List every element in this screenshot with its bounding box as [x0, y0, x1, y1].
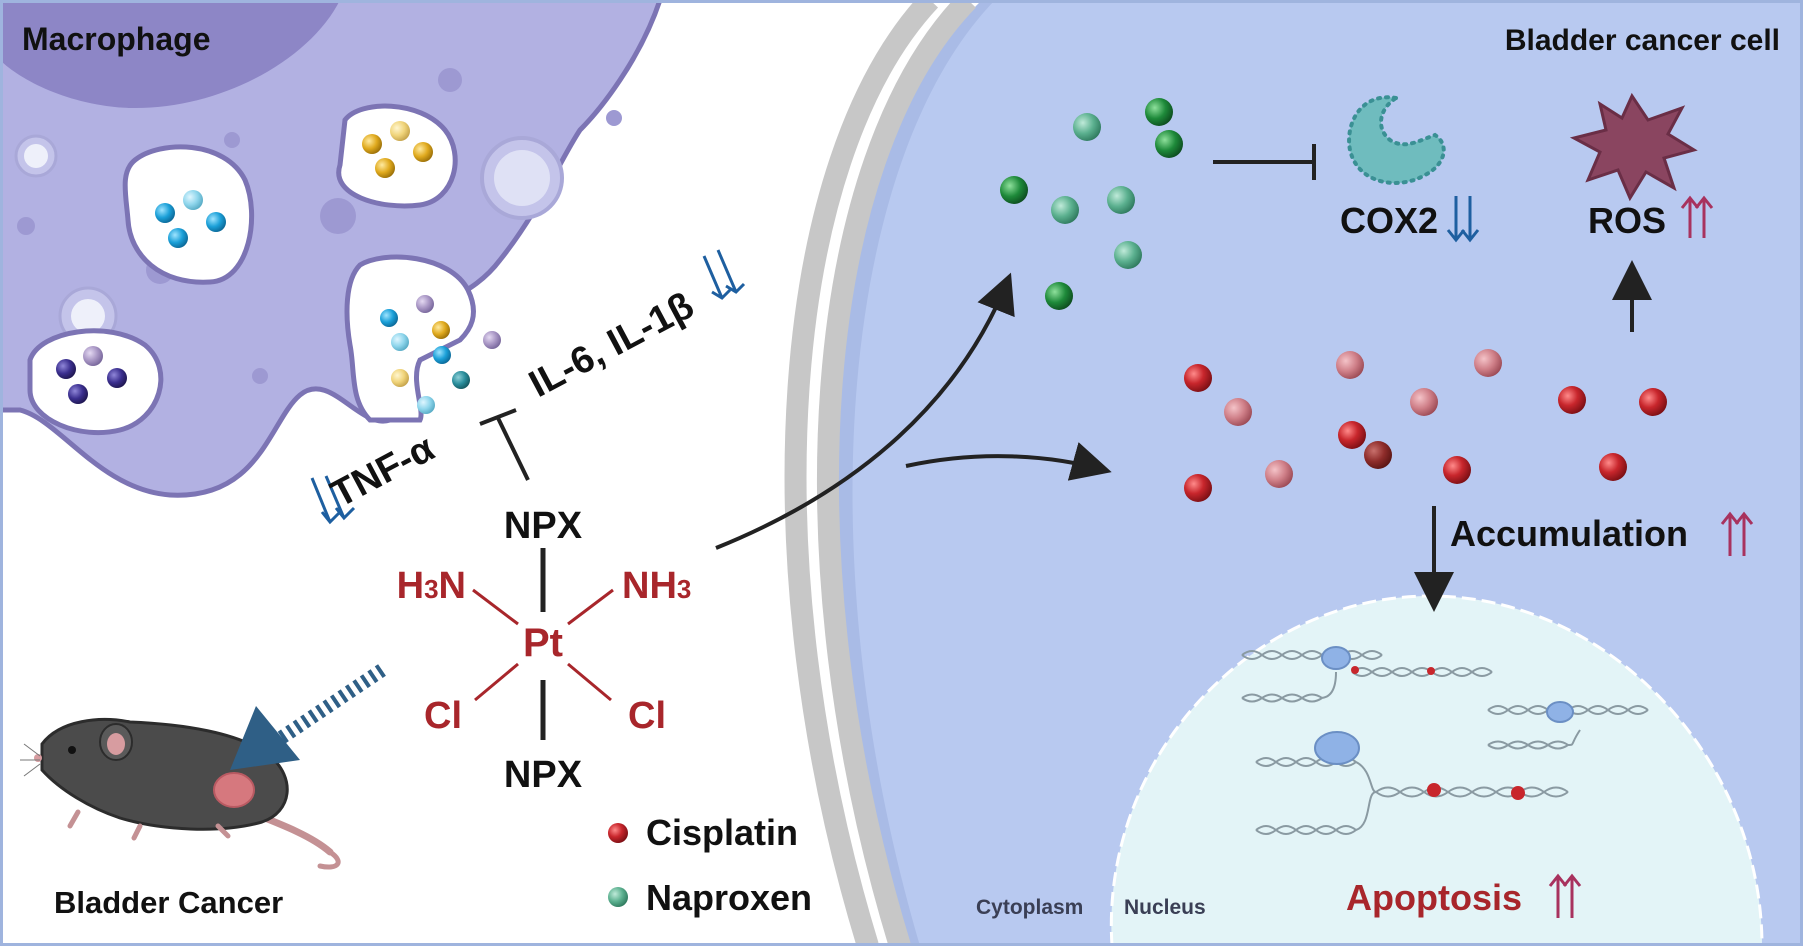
- bladder-cancer-label: Bladder Cancer: [54, 885, 283, 920]
- macrophage-label: Macrophage: [22, 21, 210, 57]
- phagosome-purple: [27, 328, 164, 436]
- dna-strands: [1241, 650, 1649, 835]
- legend-label-cisplatin: Cisplatin: [646, 812, 798, 853]
- cl-right-label: Cl: [628, 695, 666, 737]
- mouse-icon: [20, 718, 341, 870]
- up-arrows-apoptosis: [1548, 873, 1582, 918]
- cell-membrane-line-inner: [817, 0, 976, 946]
- ros-star-icon: [1569, 92, 1698, 202]
- cox2-inhibition: [1213, 144, 1316, 180]
- npx-top-label: NPX: [504, 505, 583, 547]
- cell-membrane-line-outer: [784, 0, 939, 946]
- up-arrows-accumulation: [1720, 511, 1754, 556]
- legend-dot-naproxen: [608, 887, 628, 907]
- h3n-label: H3N: [397, 565, 466, 607]
- cox2-enzyme-icon: [1347, 95, 1446, 185]
- legend-dot-cisplatin: [608, 823, 628, 843]
- cl-left-label: Cl: [424, 695, 462, 737]
- polymerase-icons: [1314, 646, 1574, 765]
- arrow-to-cisplatin: [905, 442, 1112, 481]
- macrophage: [0, 0, 663, 498]
- engulfed-particles: [56, 121, 501, 414]
- phagosome-opening: [344, 254, 476, 423]
- injection-arrow: [230, 664, 386, 770]
- down-arrows-cox2: [1446, 196, 1480, 243]
- tnf-alpha-label: TNF-α: [325, 427, 442, 516]
- cytoplasm-label: Cytoplasm: [976, 896, 1083, 919]
- naproxen-particles: [1000, 98, 1183, 310]
- apoptosis-label: Apoptosis: [1346, 877, 1522, 918]
- legend: [608, 823, 628, 907]
- npx-bottom-label: NPX: [504, 754, 583, 796]
- il-6-il-1b-label: IL-6, IL-1β: [523, 285, 701, 406]
- cisplatin-dna-adducts: [1351, 666, 1525, 800]
- nucleus: [1109, 594, 1764, 946]
- bladder-cancer-cell-label: Bladder cancer cell: [1505, 24, 1780, 57]
- down-arrows-tnf: [310, 475, 356, 525]
- phagosome-cyan: [122, 144, 254, 285]
- accumulation-label: Accumulation: [1450, 513, 1688, 554]
- macrophage-nucleus: [0, 0, 340, 109]
- ros-label: ROS: [1588, 200, 1666, 241]
- legend-label-naproxen: Naproxen: [646, 877, 812, 918]
- pt-center-label: Pt: [523, 621, 563, 665]
- pt-complex-bonds: [472, 548, 614, 740]
- cisplatin-particles: [1184, 349, 1667, 502]
- arrow-to-naproxen: [715, 272, 1015, 550]
- down-arrows-il: [702, 249, 746, 300]
- phagosome-yellow: [336, 103, 458, 209]
- up-arrows-ros: [1680, 195, 1714, 238]
- nh3-label: NH3: [622, 565, 691, 607]
- nucleus-label: Nucleus: [1124, 896, 1206, 919]
- cytokine-inhibition-bar: [479, 408, 530, 481]
- cox2-label: COX2: [1340, 200, 1438, 241]
